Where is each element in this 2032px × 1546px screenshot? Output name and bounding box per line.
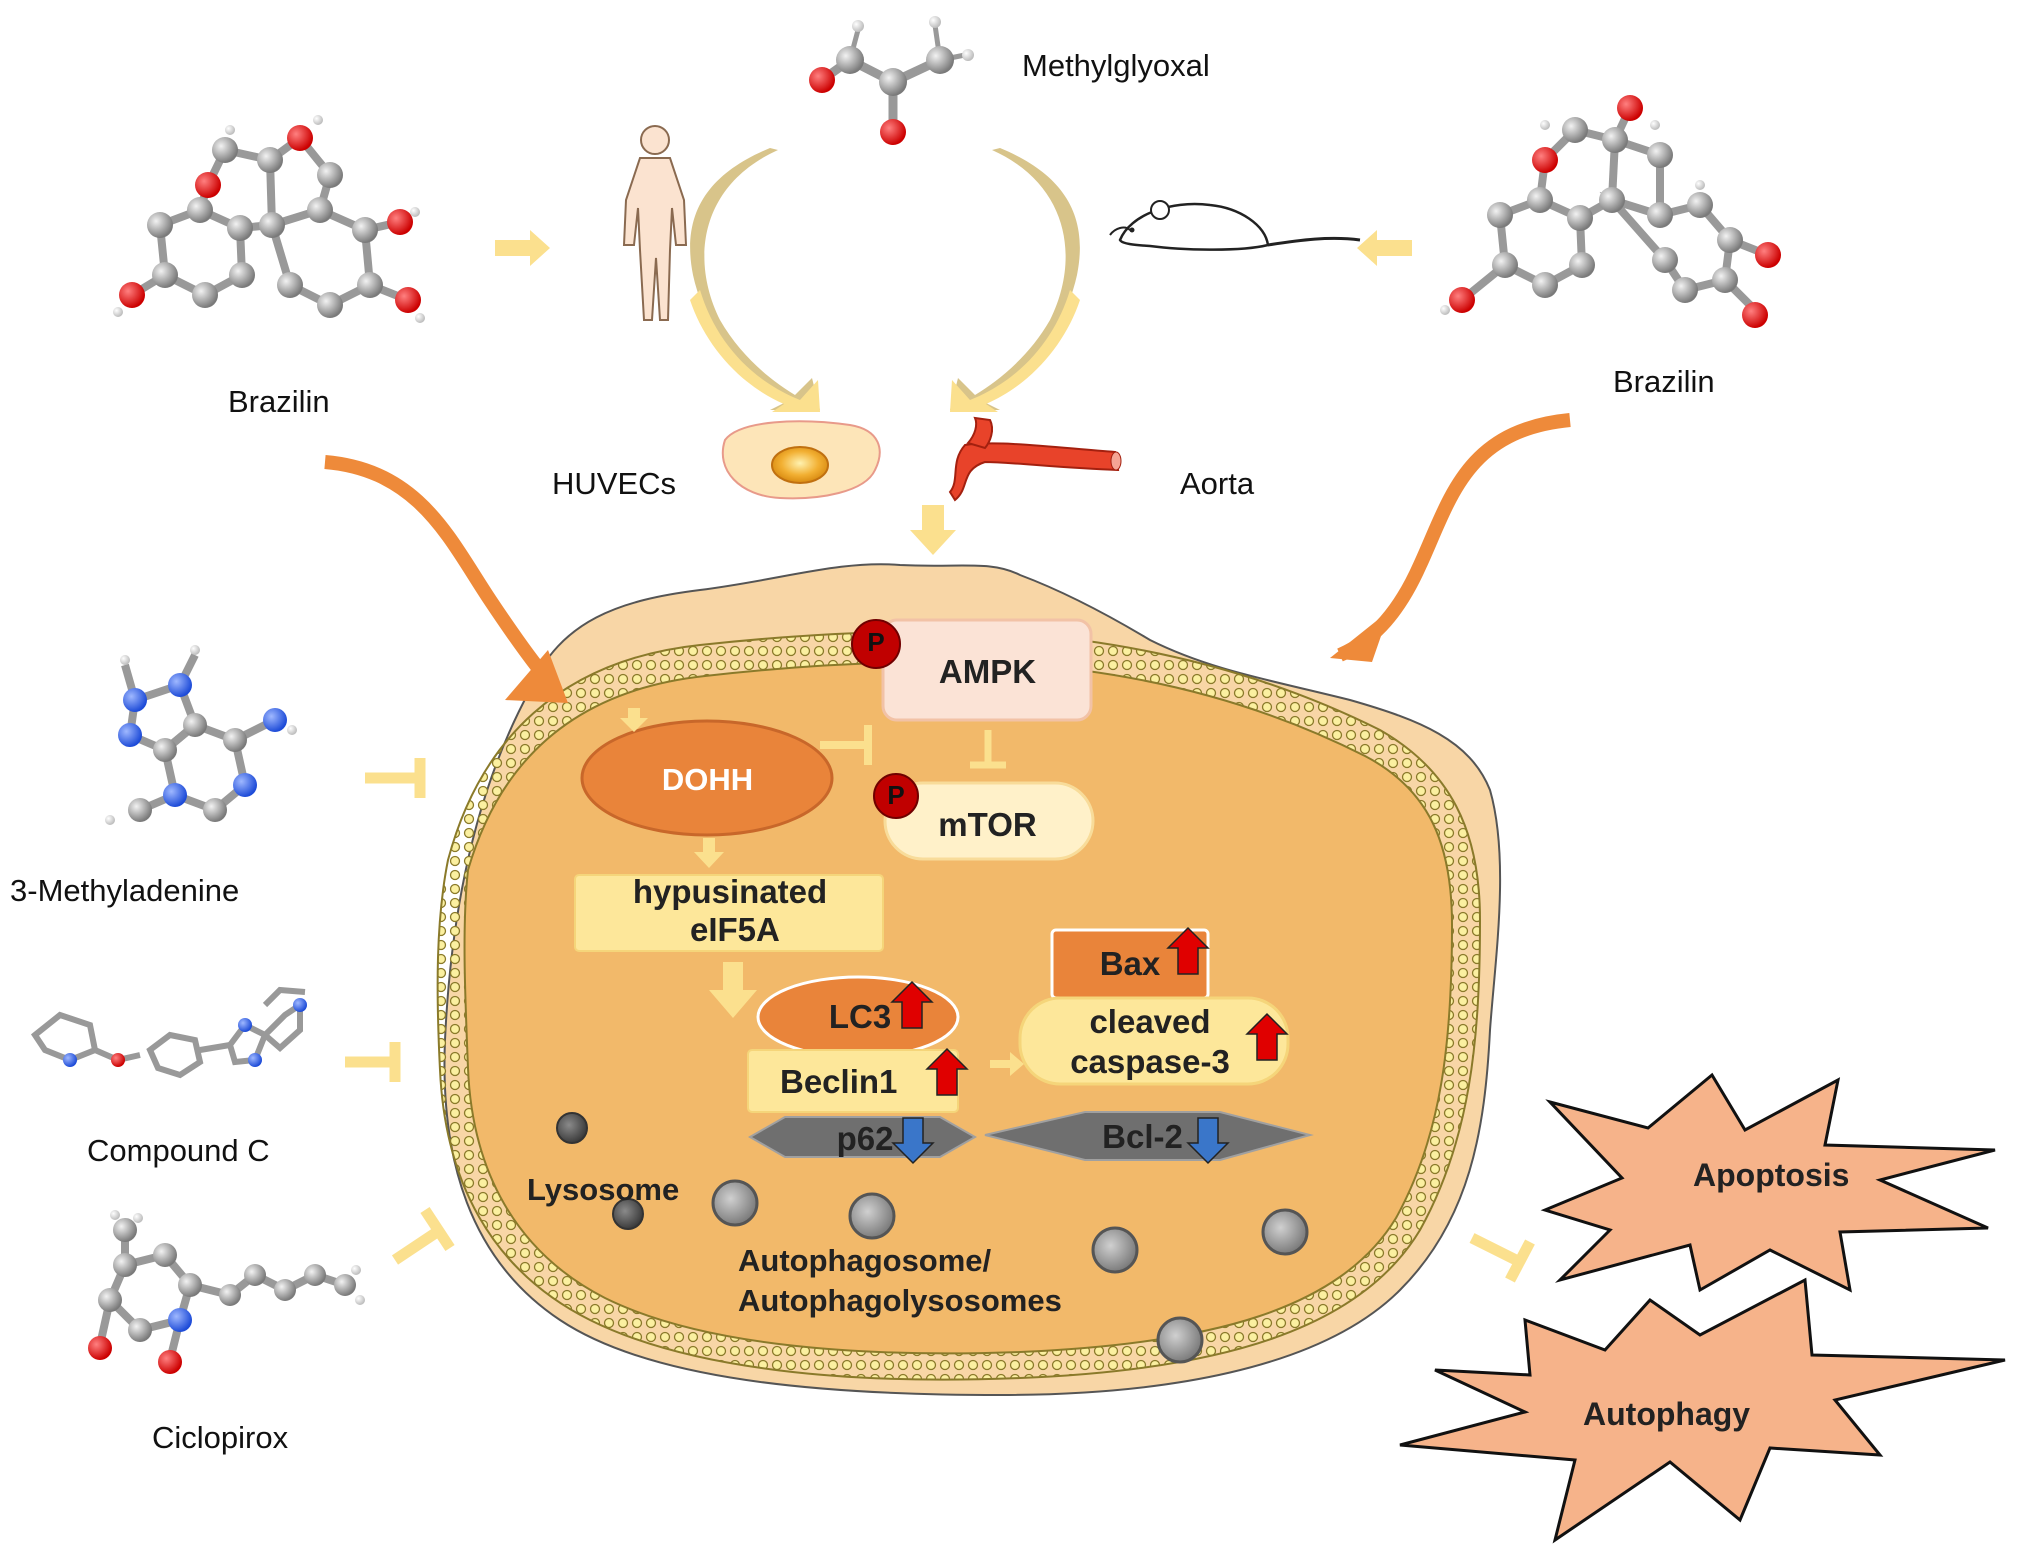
left-curve-arrow — [690, 148, 820, 410]
bcl2-down-arrow — [1186, 1117, 1230, 1165]
eif5a-box — [574, 874, 884, 952]
brazilin-left-label: Brazilin — [228, 384, 330, 419]
autophagosomes — [711, 1179, 1309, 1364]
ciclopirox-label: Ciclopirox — [152, 1420, 289, 1455]
right-curve-arrow — [950, 148, 1080, 410]
autophagy-burst — [1399, 1277, 2006, 1544]
beclin1-label: Beclin1 — [780, 1063, 898, 1100]
apoptosis-burst — [1540, 1072, 1996, 1293]
apoptosis-label: Apoptosis — [1693, 1157, 1850, 1193]
ampk-phospho-label: P — [867, 627, 885, 657]
eif5a-label-line1: hypusinated — [632, 873, 828, 910]
brazilin-right-orange-arrow — [1337, 413, 1571, 662]
bax-up-arrow — [1166, 926, 1210, 975]
autophagy-label: Autophagy — [1583, 1396, 1751, 1432]
autophagosome-label-line1: Autophagosome/ — [738, 1243, 992, 1278]
brazilin-right-molecule — [1440, 95, 1781, 328]
lysosome-label: Lysosome — [527, 1172, 680, 1207]
mtor-phospho-badge — [873, 773, 919, 819]
mtor-phospho-label: P — [887, 780, 905, 810]
lc3-up-arrow — [890, 980, 934, 1029]
beclin1-up-arrow — [925, 1047, 969, 1096]
ampk-phospho-badge — [851, 619, 901, 669]
methyladenine-label: 3-Methyladenine — [10, 873, 240, 908]
lc3-label: LC3 — [828, 998, 892, 1035]
mtor-box — [883, 781, 1095, 861]
brazilin-left-molecule — [113, 115, 425, 323]
caspase3-label-line1: cleaved — [1089, 1003, 1211, 1040]
brazilin-right-label: Brazilin — [1613, 364, 1715, 399]
lysosomes — [556, 1112, 644, 1230]
aorta-label: Aorta — [1180, 466, 1255, 501]
compound-c-label: Compound C — [87, 1133, 270, 1168]
autophagosome-label-line2: Autophagolysosomes — [738, 1283, 1062, 1318]
ampk-label: AMPK — [938, 653, 1037, 690]
eif5a-label-line2: eIF5A — [690, 911, 780, 948]
inhibitor-tbars — [345, 758, 1535, 1283]
aorta-icon — [948, 416, 1122, 502]
methyladenine-molecule — [105, 645, 297, 825]
compound-c-molecule — [30, 986, 307, 1079]
methylglyoxal-molecule — [809, 16, 974, 145]
caspase3-box — [1018, 996, 1290, 1086]
mtor-label: mTOR — [938, 806, 1037, 843]
dohh-label: DOHH — [661, 762, 754, 797]
entry-arrow — [910, 505, 956, 555]
ciclopirox-molecule — [88, 1210, 365, 1374]
p62-down-arrow — [891, 1117, 935, 1165]
dohh-ellipse — [580, 719, 834, 837]
brazilin-left-orange-arrow — [324, 455, 561, 693]
beclin1-box — [747, 1049, 959, 1113]
bcl2-diamond — [984, 1111, 1314, 1161]
mouse-icon — [1109, 200, 1361, 251]
huvec-cell-icon — [721, 420, 881, 500]
p62-label: p62 — [836, 1120, 894, 1157]
bax-label: Bax — [1099, 945, 1161, 982]
human-icon — [622, 125, 688, 321]
methylglyoxal-label: Methylglyoxal — [1022, 48, 1210, 83]
huvecs-label: HUVECs — [552, 466, 677, 501]
bcl2-label: Bcl-2 — [1102, 1118, 1183, 1155]
caspase3-label-line2: caspase-3 — [1070, 1043, 1230, 1080]
ampk-box — [881, 618, 1093, 722]
brazilin-right-arrow — [1357, 230, 1412, 266]
caspase3-up-arrow — [1245, 1012, 1289, 1061]
brazilin-left-arrow — [495, 230, 550, 266]
